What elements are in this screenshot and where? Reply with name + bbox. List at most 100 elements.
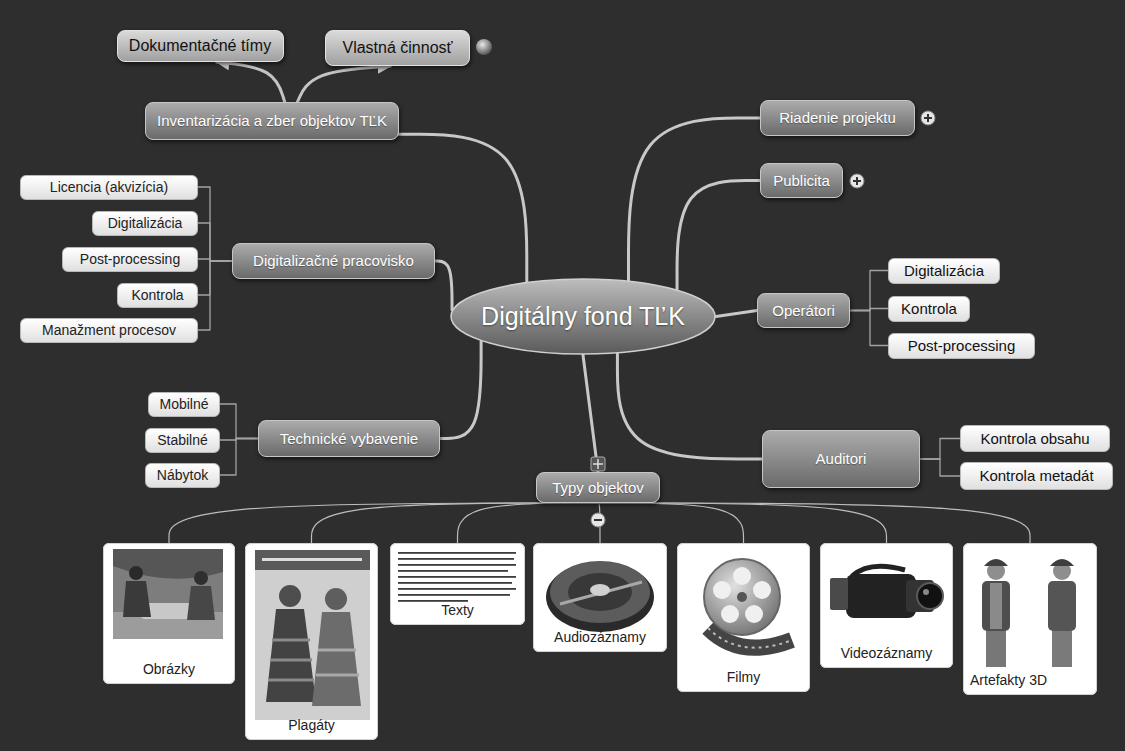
text-line [398, 600, 468, 602]
photo-person [187, 586, 215, 620]
film-reel-hole [733, 567, 751, 585]
node-label: Stabilné [157, 432, 208, 448]
object-card: Audiozáznamy [533, 543, 667, 652]
bracket-line [850, 311, 888, 346]
fan-line [598, 503, 1030, 543]
node-label: Kontrola [131, 287, 183, 303]
card-label: Artefakty 3D [970, 672, 1047, 688]
branch-box: Riadenie projektu [760, 100, 915, 136]
text-line [398, 564, 516, 566]
node-label: Inventarizácia a zber objektov TĽK [157, 112, 387, 129]
card-ground [677, 543, 810, 692]
card-ground [390, 543, 525, 625]
figurine-body [982, 581, 1010, 631]
node-label: Publicita [773, 172, 830, 189]
poster-figure [312, 612, 361, 706]
node-label: Riadenie projektu [779, 109, 896, 126]
object-card: Plagáty [245, 543, 378, 740]
bracket-line [198, 187, 232, 261]
node-label: Nábytok [157, 467, 208, 483]
card-ground [963, 543, 1097, 695]
figurine-hat [984, 559, 1008, 566]
poster-figure [266, 609, 316, 702]
central-ellipse: Digitálny fond TĽK [450, 278, 716, 355]
branch-box: Publicita [760, 163, 843, 198]
bracket-line [198, 261, 232, 330]
object-card: Artefakty 3D [963, 543, 1097, 695]
reel-face [550, 561, 650, 623]
node-label: Dokumentačné tímy [129, 37, 271, 55]
object-card: Texty [390, 543, 525, 625]
card-label: Audiozáznamy [554, 629, 646, 645]
sub-branch-box: Vlastná činnosť [325, 30, 470, 66]
bracket-line [220, 439, 258, 476]
text-line [398, 558, 514, 560]
card-grounds [103, 543, 1097, 740]
poster-band-line [262, 558, 362, 561]
film-reel-illustration [704, 559, 792, 648]
card-ground [103, 543, 235, 684]
bracket-line [920, 439, 960, 460]
node-label: Kontrola obsahu [980, 430, 1089, 447]
branch-line [716, 311, 757, 317]
leaf-box: Digitalizácia [92, 211, 198, 236]
node-label: Digitalizácia [904, 262, 984, 279]
bracket-line [198, 261, 232, 295]
branch-line [435, 261, 452, 310]
film-reel-hole [721, 605, 739, 623]
poster-figure [279, 585, 301, 607]
branch-box: Auditori [762, 430, 920, 488]
move-icon [591, 457, 605, 471]
bracket-line [920, 459, 960, 476]
fan-line [169, 503, 598, 543]
fan-line [312, 503, 599, 543]
leaf-box: Kontrola [888, 296, 970, 322]
film-reel [704, 559, 780, 635]
arrow-line [297, 66, 390, 102]
collapse-icon [591, 513, 605, 527]
node-label: Licencia (akvizícia) [50, 179, 168, 195]
photo-person [194, 571, 208, 585]
figurines-illustration [982, 559, 1076, 667]
figurine-legs [986, 631, 1006, 667]
fan-line [598, 503, 744, 543]
expand-icon [921, 111, 935, 125]
leaf-box: Kontrola obsahu [960, 425, 1110, 452]
camcorder-illustration [830, 566, 943, 618]
globe-icon [476, 39, 492, 55]
fan-line [458, 503, 599, 543]
leaf-box: Digitalizácia [888, 258, 1000, 284]
camcorder-body [846, 574, 916, 618]
card-ground [820, 543, 953, 668]
figurine-shirt [990, 583, 1002, 629]
text-line [398, 594, 510, 596]
branch-line [583, 355, 598, 472]
node-label: Manažment procesov [42, 322, 176, 338]
collapse-icon-minus [594, 519, 602, 521]
reel-tape [568, 573, 632, 611]
text-line [398, 570, 508, 572]
sub-branch-box: Dokumentačné tímy [117, 30, 284, 62]
film-reel-hole [745, 605, 763, 623]
card-ground [245, 543, 378, 740]
reel-tape-end [560, 582, 642, 604]
photo-person [123, 581, 151, 617]
text-line [398, 582, 512, 584]
camcorder-screen [830, 578, 848, 610]
branch-line [677, 181, 760, 290]
photo-ground [113, 549, 223, 639]
text-line [398, 588, 516, 590]
fan-line [598, 503, 887, 543]
text-line [398, 576, 516, 578]
ellipse-shape [451, 279, 715, 354]
bracket-line [850, 271, 888, 311]
node-label: Digitalizačné pracovisko [253, 252, 414, 269]
expand-icon-plus [924, 114, 932, 122]
branch-line [617, 354, 762, 459]
poster-band [255, 550, 370, 570]
card-label: Filmy [727, 669, 760, 685]
branch-box: Operátori [757, 293, 850, 328]
arrow-line [217, 62, 285, 102]
camcorder-lens-glint [923, 589, 929, 595]
node-label: Post-processing [908, 337, 1016, 354]
